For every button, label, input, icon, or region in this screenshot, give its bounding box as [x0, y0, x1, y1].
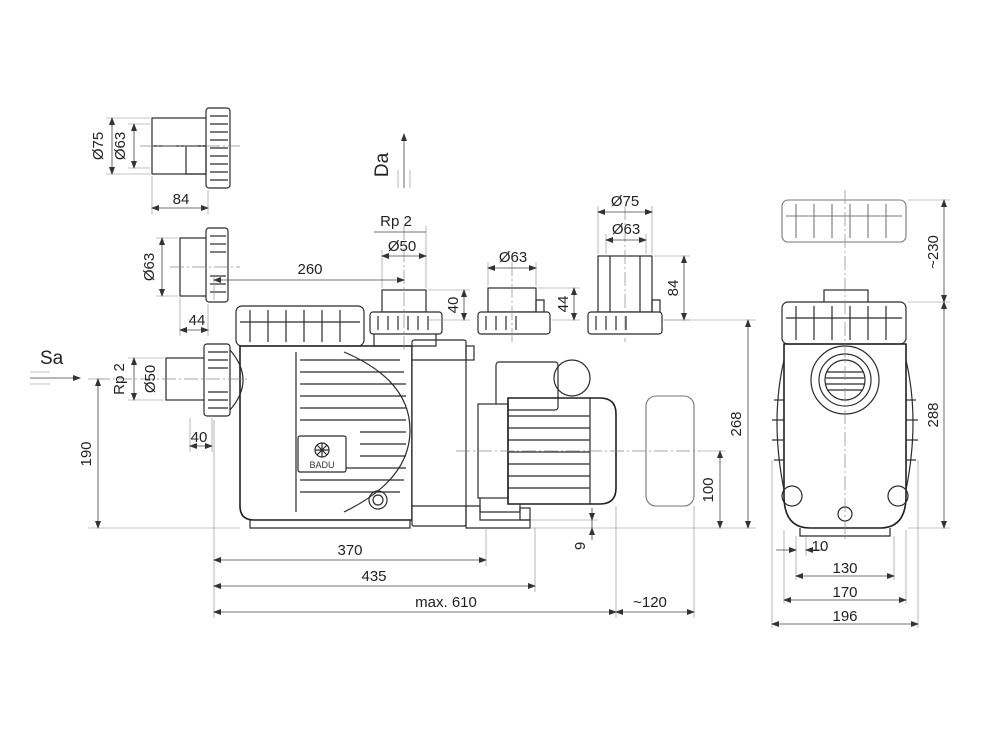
- dim-top-length: 84: [173, 191, 190, 208]
- dim-outlet-thread: Rp 2: [380, 213, 412, 230]
- outlet-port: [369, 226, 443, 350]
- dim-motor-removal: ~120: [633, 594, 667, 611]
- mid-left-fitting: [170, 227, 240, 303]
- dim-mid-length: 44: [189, 312, 206, 329]
- dim-width-196: 196: [832, 608, 857, 625]
- dim-inlet-dia: Ø50: [142, 365, 159, 393]
- dim-fitting2-dia: Ø63: [499, 249, 527, 266]
- dim-fitting-2: [487, 262, 580, 321]
- dim-top-left-fitting: [106, 117, 209, 214]
- dim-inlet-thread: Rp 2: [111, 363, 128, 395]
- dim-inlet-length: 40: [191, 429, 208, 446]
- inlet-port: [96, 343, 250, 417]
- top-left-fitting: [140, 107, 240, 189]
- dim-outlet: [213, 226, 470, 321]
- dim-foot-height: 9: [572, 542, 589, 550]
- discharge-label: Da: [372, 152, 393, 177]
- brand-logo-text: BADU: [309, 460, 334, 470]
- dim-span-260: 260: [297, 261, 322, 278]
- dim-width-10: 10: [812, 538, 829, 555]
- dim-fitting3-height: 84: [665, 280, 682, 297]
- dim-length-370: 370: [337, 542, 362, 559]
- dim-overall-height: 268: [728, 411, 745, 436]
- dim-mid-dia: Ø63: [141, 253, 158, 281]
- dim-outlet-height: 40: [445, 297, 462, 314]
- suction-arrow: [30, 371, 81, 385]
- dim-length-max: max. 610: [415, 594, 477, 611]
- dim-outlet-dia: Ø50: [388, 238, 416, 255]
- dim-length-435: 435: [361, 568, 386, 585]
- dim-inlet-height: 190: [78, 441, 95, 466]
- discharge-arrow: [397, 133, 411, 188]
- dim-fitting3-outer: Ø75: [611, 193, 639, 210]
- dim-side-height: 288: [925, 402, 942, 427]
- dim-inlet: [88, 357, 240, 529]
- dim-fitting2-height: 44: [555, 296, 572, 313]
- dim-width-130: 130: [832, 560, 857, 577]
- dim-top-inner-dia: Ø63: [112, 132, 129, 160]
- dim-main-heights: [530, 319, 756, 540]
- dim-front-view: [771, 199, 950, 628]
- fitting-3: [587, 206, 663, 342]
- front-view: [772, 190, 918, 540]
- dim-fitting3-inner: Ø63: [612, 221, 640, 238]
- motor: [456, 359, 700, 513]
- dim-width-170: 170: [832, 584, 857, 601]
- dim-lid-removal: ~230: [925, 235, 942, 269]
- dim-top-outer-dia: Ø75: [90, 132, 107, 160]
- dim-motor-axis-height: 100: [700, 477, 717, 502]
- dim-main-lengths: [213, 420, 695, 618]
- dim-mid-left-fitting: [156, 237, 209, 336]
- pump-housing: [235, 305, 531, 529]
- suction-label: Sa: [40, 348, 64, 369]
- fitting-2: [477, 262, 551, 342]
